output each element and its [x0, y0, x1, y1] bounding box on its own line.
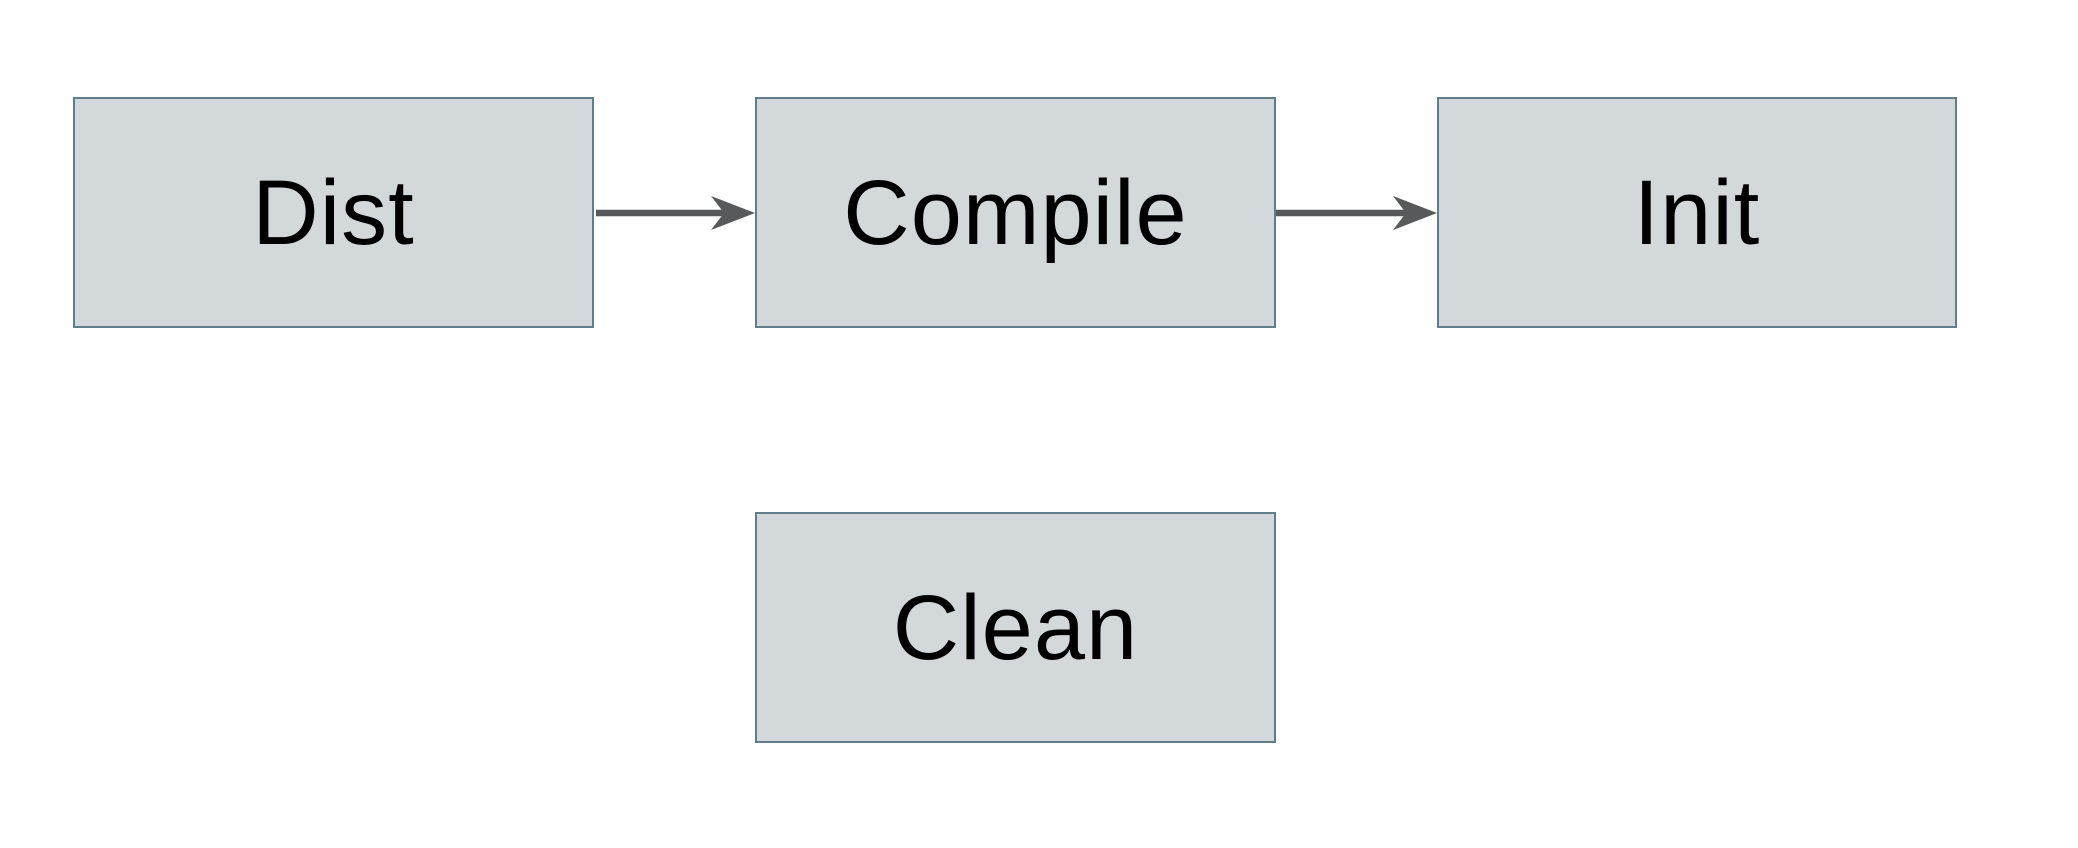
node-init[interactable]: Init — [1437, 97, 1957, 328]
node-init-label: Init — [1633, 161, 1761, 264]
node-dist[interactable]: Dist — [73, 97, 594, 328]
node-compile-label: Compile — [843, 161, 1188, 264]
node-clean-label: Clean — [892, 576, 1139, 679]
node-dist-label: Dist — [252, 161, 415, 264]
node-compile[interactable]: Compile — [755, 97, 1276, 328]
node-clean[interactable]: Clean — [755, 512, 1276, 743]
arrowhead-icon — [1393, 196, 1437, 230]
arrow-dist-to-compile — [596, 196, 755, 230]
arrow-compile-to-init — [1276, 196, 1437, 230]
arrowhead-icon — [711, 196, 755, 230]
